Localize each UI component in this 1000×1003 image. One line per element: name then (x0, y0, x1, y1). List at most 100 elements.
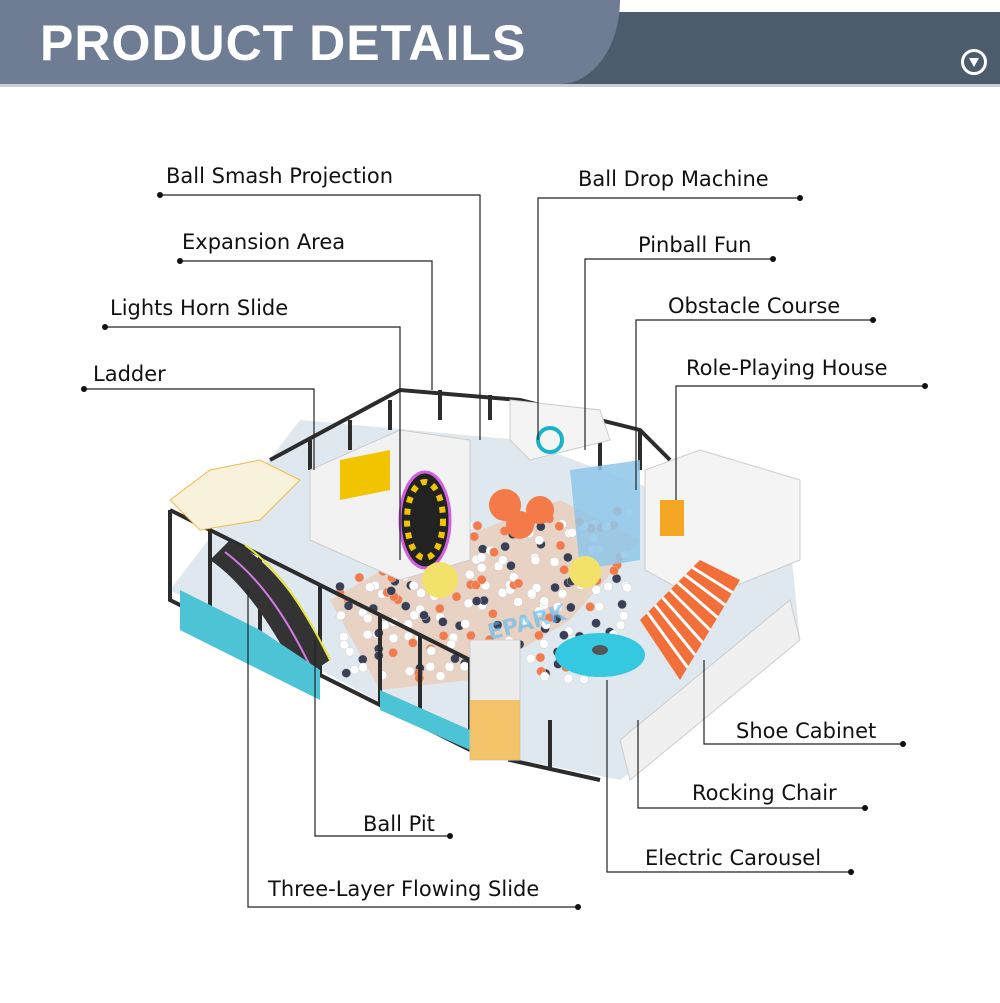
ball (525, 653, 536, 664)
leader-ball-drop-machine (537, 197, 800, 440)
ball (555, 540, 566, 551)
ball (472, 520, 483, 531)
stair-step (691, 566, 734, 594)
ball (549, 557, 560, 567)
label-ball-smash-projection: Ball Smash Projection (166, 164, 394, 188)
ball (585, 602, 595, 612)
yellow-tube (340, 450, 390, 500)
ball (591, 585, 602, 595)
pinball-panel (570, 460, 640, 570)
ball (459, 661, 470, 672)
ball (591, 618, 601, 628)
ball (469, 531, 479, 542)
ball (618, 611, 629, 621)
label-ball-pit: Ball Pit (363, 812, 435, 836)
leader-shoe-cabinet (703, 660, 903, 745)
ball (554, 521, 565, 532)
ball (466, 630, 476, 641)
ball (404, 666, 415, 677)
ball (477, 544, 488, 554)
ball (609, 565, 619, 576)
ball (400, 601, 411, 611)
leader-electric-carousel (606, 680, 851, 873)
ball (513, 597, 523, 607)
leader-ball-pit (314, 640, 450, 837)
ball (435, 603, 445, 614)
label-pinball-fun: Pinball Fun (638, 233, 752, 257)
ball (611, 573, 622, 584)
leader-role-playing-house (675, 385, 925, 500)
ball (553, 602, 563, 612)
ball (563, 552, 573, 563)
ball (444, 662, 455, 672)
ball (409, 580, 419, 591)
ball (541, 619, 551, 630)
ball (534, 630, 544, 641)
ball (539, 639, 549, 649)
ball (557, 589, 568, 599)
label-electric-carousel: Electric Carousel (645, 846, 822, 870)
ball (498, 555, 508, 565)
leader-ball-smash-projection (160, 194, 481, 440)
ball (488, 608, 498, 619)
shoe-cabinet (619, 599, 801, 781)
ball (363, 613, 373, 624)
stair-step (661, 596, 704, 644)
ball (435, 671, 446, 681)
label-lights-horn-slide: Lights Horn Slide (110, 296, 289, 320)
ball (345, 646, 355, 657)
label-expansion-area: Expansion Area (182, 230, 346, 254)
ball (438, 631, 449, 641)
label-role-playing-house: Role-Playing House (686, 356, 888, 380)
blue-panels (180, 590, 320, 700)
ball (358, 654, 368, 665)
header-divider (0, 84, 1000, 87)
leader-obstacle-course (635, 319, 873, 490)
ball (535, 652, 546, 663)
ball (341, 668, 352, 678)
ball (349, 664, 360, 675)
leader-expansion-area (180, 260, 433, 390)
ball (476, 563, 487, 573)
header-secondary-band (560, 12, 1000, 84)
ball (476, 574, 487, 585)
ball (463, 598, 474, 609)
leader-rocking-chair (637, 720, 865, 809)
ball (386, 586, 396, 596)
leader-lights-horn-slide (105, 326, 401, 560)
ball (388, 647, 398, 658)
leader-dots (81, 192, 928, 910)
ball (526, 588, 537, 599)
ball (409, 610, 420, 621)
circle-down-arrow-icon[interactable] (961, 49, 987, 75)
ball (519, 616, 530, 627)
horn-slide-arch (169, 459, 301, 531)
ball (426, 646, 437, 656)
role-playing-house (644, 449, 801, 601)
ball (513, 578, 524, 589)
ball (539, 596, 550, 606)
label-rocking-chair: Rocking Chair (692, 781, 837, 805)
label-three-layer-flowing-slide: Three-Layer Flowing Slide (268, 877, 540, 901)
label-obstacle-course: Obstacle Course (668, 294, 841, 318)
ball (617, 599, 627, 610)
ball (500, 541, 510, 552)
ball (603, 581, 613, 592)
ball (471, 596, 482, 606)
stair-step (676, 581, 719, 619)
stair-step (668, 588, 712, 632)
label-ball-drop-machine: Ball Drop Machine (578, 167, 769, 191)
ball (622, 582, 633, 593)
leader-three-layer-flowing-slide (247, 590, 578, 908)
ball (539, 671, 550, 682)
ball (534, 606, 544, 616)
ball (566, 602, 576, 613)
ball (362, 629, 373, 640)
stairs (640, 560, 740, 680)
ball (425, 662, 436, 672)
ball (492, 620, 503, 630)
ball-drop-machine (509, 399, 611, 461)
page-title: PRODUCT DETAILS (40, 15, 527, 71)
ball (567, 528, 577, 538)
